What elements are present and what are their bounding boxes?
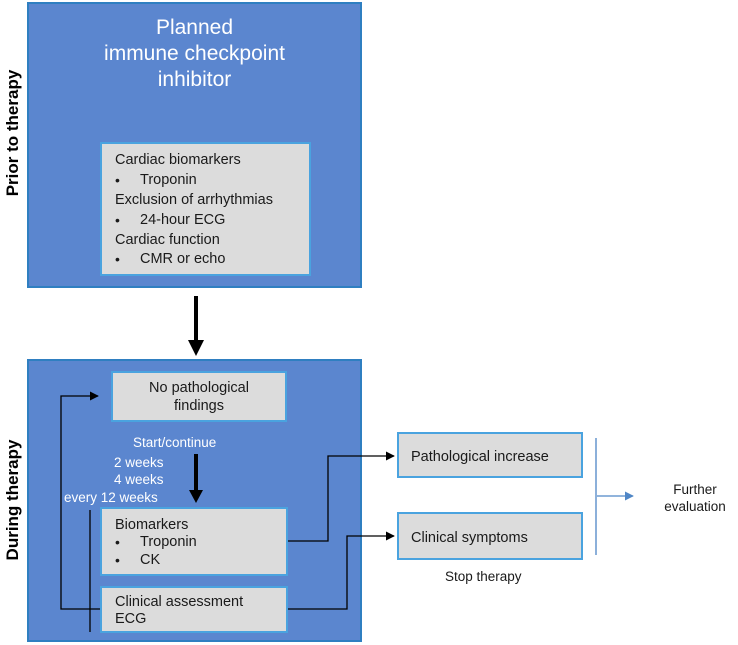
clinical-symptoms-box: Clinical symptoms xyxy=(397,512,583,560)
biomarkers-to-increase-line xyxy=(288,451,395,542)
planned-title-line-3: inhibitor xyxy=(157,68,232,91)
troponin-item: Troponin xyxy=(140,172,197,188)
baseline-assessment-box: Cardiac biomarkers • Troponin Exclusion … xyxy=(100,142,311,276)
main-flow-arrowhead xyxy=(188,340,204,356)
no-findings-line-2: findings xyxy=(174,398,224,414)
further-evaluation-line-2: evaluation xyxy=(664,499,726,514)
further-evaluation-line-1: Further xyxy=(673,482,717,497)
ecg-24h-item: 24-hour ECG xyxy=(140,212,226,228)
troponin-item: Troponin xyxy=(140,534,197,550)
start-continue-label: Start/continue xyxy=(133,435,217,450)
cardiac-function-heading: Cardiac function xyxy=(115,232,220,248)
biomarkers-box: Biomarkers • Troponin • CK xyxy=(100,507,288,576)
arrhythmias-heading: Exclusion of arrhythmias xyxy=(115,192,273,208)
clinical-assessment-box: Clinical assessment ECG xyxy=(100,586,288,633)
cardiac-biomarkers-heading: Cardiac biomarkers xyxy=(115,152,241,168)
bullet: • xyxy=(115,251,120,267)
pathological-increase-box: Pathological increase xyxy=(397,432,583,478)
biomarkers-heading: Biomarkers xyxy=(115,517,189,533)
feedback-loop-line xyxy=(60,391,100,610)
no-findings-line-1: No pathological xyxy=(149,380,249,396)
interval-4-weeks: 4 weeks xyxy=(114,472,164,487)
bullet: • xyxy=(115,552,120,568)
interval-2-weeks: 2 weeks xyxy=(114,455,164,470)
clinical-to-symptoms-line xyxy=(288,531,395,610)
planned-title-line-2: immune checkpoint xyxy=(104,42,285,65)
stop-therapy-label: Stop therapy xyxy=(445,569,522,584)
pathological-increase-label: Pathological increase xyxy=(411,449,549,465)
clinical-assessment-line: Clinical assessment xyxy=(115,594,244,610)
no-pathological-findings-box: No pathological findings xyxy=(111,371,287,422)
ecg-line: ECG xyxy=(115,611,147,627)
cmr-echo-item: CMR or echo xyxy=(140,251,226,267)
planned-title-line-1: Planned xyxy=(155,16,234,39)
clinical-symptoms-label: Clinical symptoms xyxy=(411,530,528,546)
bullet: • xyxy=(115,212,120,228)
interval-every-12-weeks: every 12 weeks xyxy=(64,490,158,505)
ck-item: CK xyxy=(140,552,161,568)
bullet: • xyxy=(115,172,120,188)
start-continue-arrowhead xyxy=(189,490,203,503)
bullet: • xyxy=(115,534,120,550)
